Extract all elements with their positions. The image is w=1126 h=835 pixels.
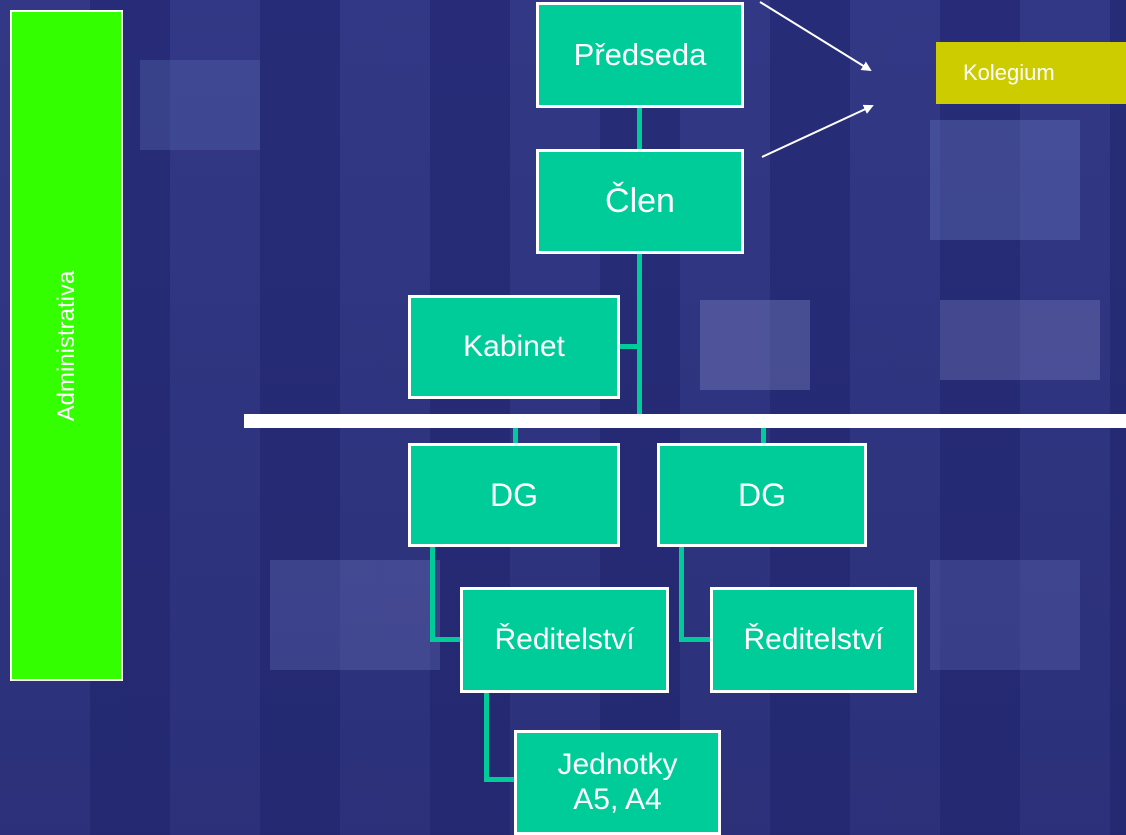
kolegium-label: Kolegium <box>963 60 1055 85</box>
background-flag <box>700 300 810 390</box>
connector-dg-left-horizontal <box>430 637 462 642</box>
kabinet-label: Kabinet <box>463 329 565 363</box>
connector-reditelstvi-vertical <box>484 692 489 782</box>
jednotky-label-line1: Jednotky <box>557 748 678 781</box>
connector-clen-down <box>637 252 642 414</box>
reditelstvi-left-box: Ředitelství <box>460 587 669 693</box>
connector-kabinet <box>619 344 641 349</box>
background-flag <box>270 560 440 670</box>
reditelstvi-left-label: Ředitelství <box>494 622 635 656</box>
arrow-from-predseda <box>759 1 872 72</box>
connector-predseda-clen <box>637 106 642 150</box>
kabinet-box: Kabinet <box>408 295 620 399</box>
jednotky-box: Jednotky A5, A4 <box>514 730 721 835</box>
clen-label: Člen <box>605 181 675 220</box>
connector-dg-right-horizontal <box>679 637 712 642</box>
arrow-from-clen <box>761 104 874 158</box>
reditelstvi-right-label: Ředitelství <box>743 622 884 656</box>
connector-dg-right <box>761 428 766 444</box>
connector-dg-left <box>513 428 518 444</box>
dg-left-box: DG <box>408 443 620 547</box>
administrativa-label: Administrativa <box>52 270 80 421</box>
connector-dg-right-vertical <box>679 546 684 642</box>
dg-right-box: DG <box>657 443 867 547</box>
connector-dg-left-vertical <box>430 546 435 642</box>
administrativa-panel: Administrativa <box>10 10 123 681</box>
background-flag <box>140 60 260 150</box>
background-flag <box>940 300 1100 380</box>
clen-box: Člen <box>536 149 744 254</box>
background-flag <box>930 560 1080 670</box>
kolegium-box: Kolegium <box>936 42 1126 104</box>
dg-right-label: DG <box>738 476 786 513</box>
predseda-box: Předseda <box>536 2 744 108</box>
hierarchy-divider <box>244 414 1126 428</box>
connector-reditelstvi-horizontal <box>484 777 516 782</box>
dg-left-label: DG <box>490 476 538 513</box>
reditelstvi-right-box: Ředitelství <box>710 587 917 693</box>
predseda-label: Předseda <box>573 37 707 73</box>
background-flag <box>930 120 1080 240</box>
jednotky-label-line2: A5, A4 <box>573 782 662 816</box>
